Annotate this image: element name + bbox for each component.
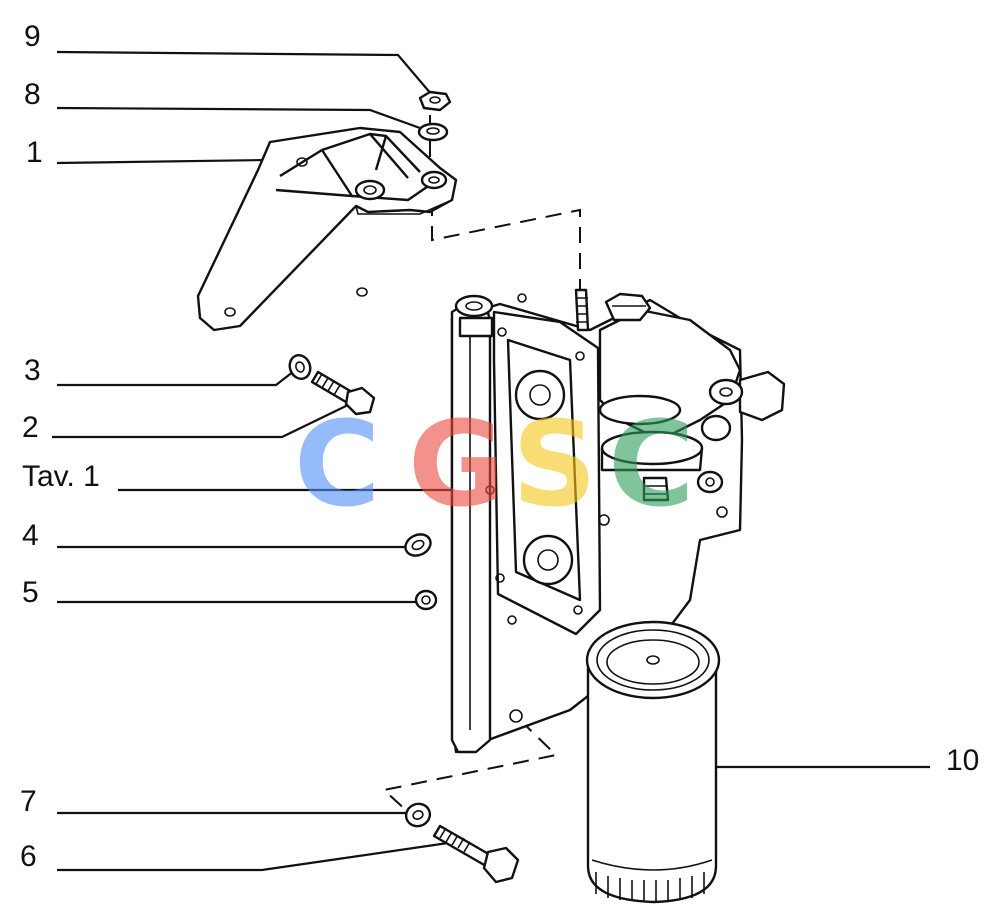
callout-label-7: 7 [20,785,37,818]
leader-lines [52,50,930,872]
seal-part-5 [414,589,438,611]
callout-label-5: 5 [22,576,39,609]
callout-label-tav: Tav. 1 [22,460,100,493]
filter-housing [450,288,786,754]
seal-part-4 [404,533,432,557]
axis-bracket-stud [431,200,581,290]
watermark-letter-2: G [408,395,505,533]
callout-label-6: 6 [20,840,37,873]
callout-label-10: 10 [946,744,979,777]
bolt-part-2 [310,370,376,416]
watermark-letter-3: S [512,395,597,533]
callout-label-2: 2 [22,411,39,444]
watermark-letter-1: C [294,395,381,533]
leader-line-2 [52,404,349,439]
watermark-letter-4: C [608,395,695,533]
leader-line-3 [57,367,299,387]
callout-labels: 9 8 1 3 2 Tav. 1 4 5 7 6 10 [20,20,979,873]
washer-part-3 [288,354,312,380]
leader-line-1 [56,158,269,165]
watermark: C G S C [294,395,695,533]
nut-part-9 [418,90,452,112]
callout-label-1: 1 [26,136,43,169]
bolt-part-6 [432,824,520,884]
filter-cartridge-part-10 [585,620,721,904]
washer-part-8 [417,122,449,142]
leader-line-8 [56,106,421,130]
callout-label-4: 4 [22,519,39,552]
callout-label-8: 8 [24,78,41,111]
leader-line-9 [56,50,433,96]
leader-line-6 [57,841,449,872]
washer-part-7 [404,802,432,828]
callout-label-3: 3 [24,354,41,387]
axis-lower-bolt [381,719,559,813]
callout-label-9: 9 [24,20,41,53]
bracket-part-1 [196,126,458,332]
